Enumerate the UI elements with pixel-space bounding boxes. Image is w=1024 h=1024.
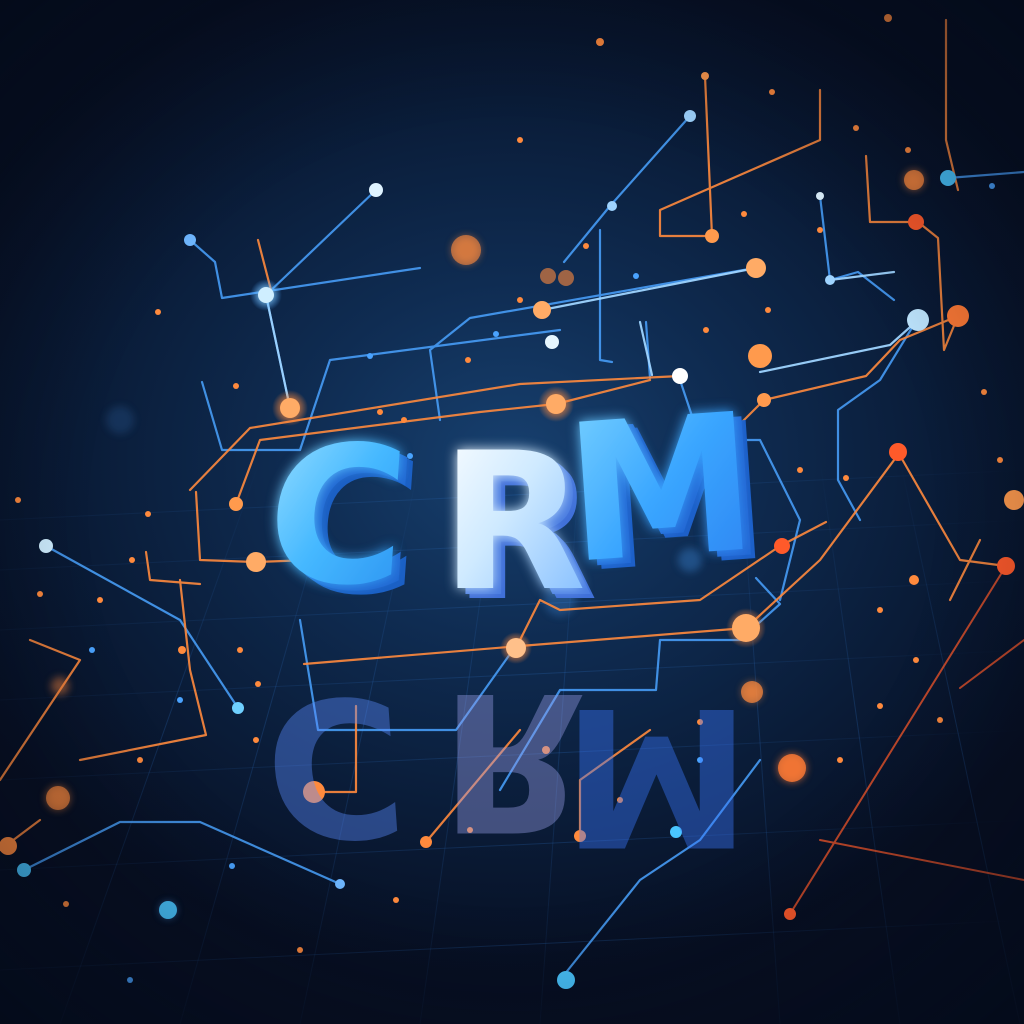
crm-reflection: C R M <box>258 650 751 886</box>
svg-text:M: M <box>562 665 751 886</box>
svg-text:C: C <box>258 655 413 877</box>
